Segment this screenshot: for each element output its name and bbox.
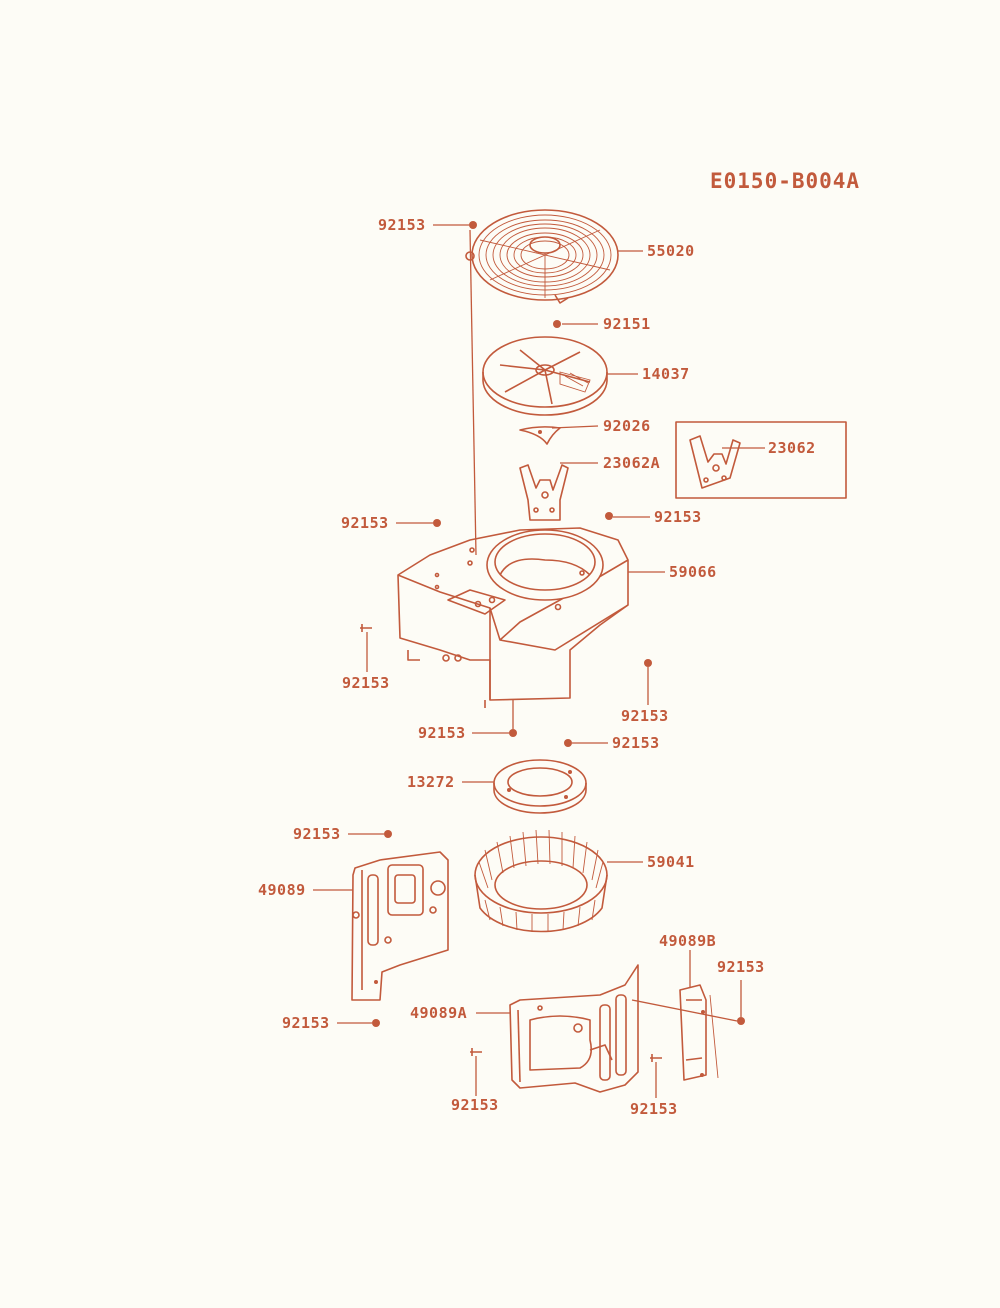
leader-lines: [313, 224, 765, 1098]
label-92153[interactable]: 92153: [282, 1014, 330, 1032]
part-14037-fan[interactable]: [482, 336, 608, 416]
label-92153[interactable]: 92153: [418, 724, 466, 742]
label-49089A[interactable]: 49089A: [410, 1004, 467, 1022]
part-49089-cover[interactable]: [351, 851, 449, 1001]
label-49089B[interactable]: 49089B: [659, 932, 716, 950]
label-55020[interactable]: 55020: [647, 242, 695, 260]
part-13272-plate[interactable]: [493, 759, 587, 814]
label-14037[interactable]: 14037: [642, 365, 690, 383]
label-49089[interactable]: 49089: [258, 881, 306, 899]
part-labels: 92153 55020 92151 14037 92026 23062A 230…: [258, 216, 816, 1118]
label-92153[interactable]: 92153: [342, 674, 390, 692]
label-23062A[interactable]: 23062A: [603, 454, 660, 472]
part-59066-shroud[interactable]: [397, 527, 629, 708]
diagram-code: E0150-B004A: [710, 169, 860, 193]
label-23062[interactable]: 23062: [768, 439, 816, 457]
part-55020-screen[interactable]: [465, 209, 619, 304]
label-13272[interactable]: 13272: [407, 773, 455, 791]
label-92153[interactable]: 92153: [621, 707, 669, 725]
label-92153[interactable]: 92153: [612, 734, 660, 752]
label-92153[interactable]: 92153: [630, 1100, 678, 1118]
label-92026[interactable]: 92026: [603, 417, 651, 435]
label-92153[interactable]: 92153: [654, 508, 702, 526]
part-49089A-cover[interactable]: [509, 964, 639, 1093]
label-59066[interactable]: 59066: [669, 563, 717, 581]
bolts: [360, 221, 745, 1062]
label-92153[interactable]: 92153: [717, 958, 765, 976]
part-92026-washer[interactable]: [519, 426, 561, 445]
part-23062-inset[interactable]: [675, 421, 847, 499]
part-59041-flywheel[interactable]: [474, 829, 608, 933]
part-23062A-bracket[interactable]: [519, 464, 569, 521]
label-92153[interactable]: 92153: [451, 1096, 499, 1114]
label-92151[interactable]: 92151: [603, 315, 651, 333]
label-92153[interactable]: 92153: [341, 514, 389, 532]
label-92153[interactable]: 92153: [378, 216, 426, 234]
label-92153[interactable]: 92153: [293, 825, 341, 843]
label-59041[interactable]: 59041: [647, 853, 695, 871]
part-49089B-cover[interactable]: [679, 984, 719, 1081]
